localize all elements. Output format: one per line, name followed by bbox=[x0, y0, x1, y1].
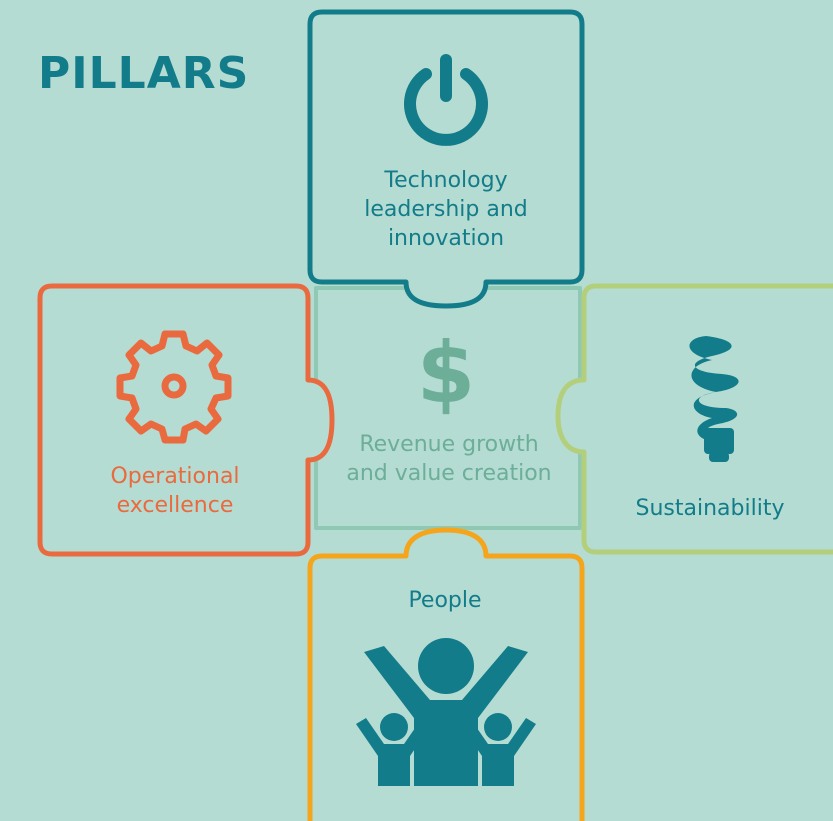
technology-label-line: leadership and bbox=[364, 197, 528, 222]
technology-label-line: innovation bbox=[387, 226, 505, 251]
page-title: PILLARS bbox=[38, 48, 250, 99]
gear-icon bbox=[116, 330, 232, 444]
people-icon bbox=[356, 638, 536, 786]
power-icon bbox=[404, 54, 488, 146]
operational-label: Operational excellence bbox=[60, 462, 290, 520]
people-label: People bbox=[310, 586, 580, 615]
center-label: Revenue growth and value creation bbox=[318, 430, 580, 488]
people-label-line: People bbox=[408, 588, 482, 613]
sustainability-label: Sustainability bbox=[590, 494, 830, 523]
lightbulb-icon bbox=[689, 336, 739, 462]
sustainability-label-line: Sustainability bbox=[635, 496, 785, 521]
technology-label-line: Technology bbox=[384, 168, 508, 193]
technology-label: Technology leadership and innovation bbox=[320, 166, 572, 253]
operational-label-line: Operational bbox=[110, 464, 240, 489]
sustainability-piece bbox=[555, 283, 833, 555]
operational-piece bbox=[37, 283, 335, 557]
operational-label-line: excellence bbox=[116, 493, 234, 518]
center-label-line: and value creation bbox=[346, 461, 552, 486]
dollar-icon: $ bbox=[417, 324, 475, 422]
technology-piece bbox=[307, 9, 585, 309]
center-label-line: Revenue growth bbox=[359, 432, 539, 457]
